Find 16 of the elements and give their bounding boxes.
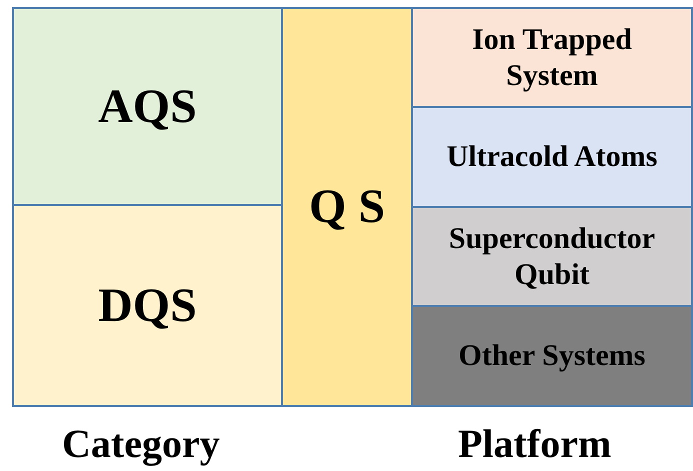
category-box bbox=[12, 204, 283, 407]
category-box bbox=[411, 305, 693, 407]
box-label: DQS bbox=[97, 278, 198, 334]
box-label: AQS bbox=[97, 78, 198, 135]
box-label: Ion Trapped System bbox=[471, 22, 633, 94]
category-box bbox=[411, 106, 693, 208]
category-box bbox=[411, 7, 693, 108]
category-box bbox=[411, 206, 693, 307]
axis-heading: Category bbox=[62, 420, 220, 467]
box-label: Q S bbox=[308, 179, 386, 236]
axis-heading: Platform bbox=[458, 420, 612, 467]
box-label: Other Systems bbox=[458, 338, 646, 374]
box-label: Superconductor Qubit bbox=[448, 220, 656, 292]
category-box bbox=[281, 7, 413, 407]
box-label: Ultracold Atoms bbox=[446, 139, 658, 175]
category-box bbox=[12, 7, 283, 206]
